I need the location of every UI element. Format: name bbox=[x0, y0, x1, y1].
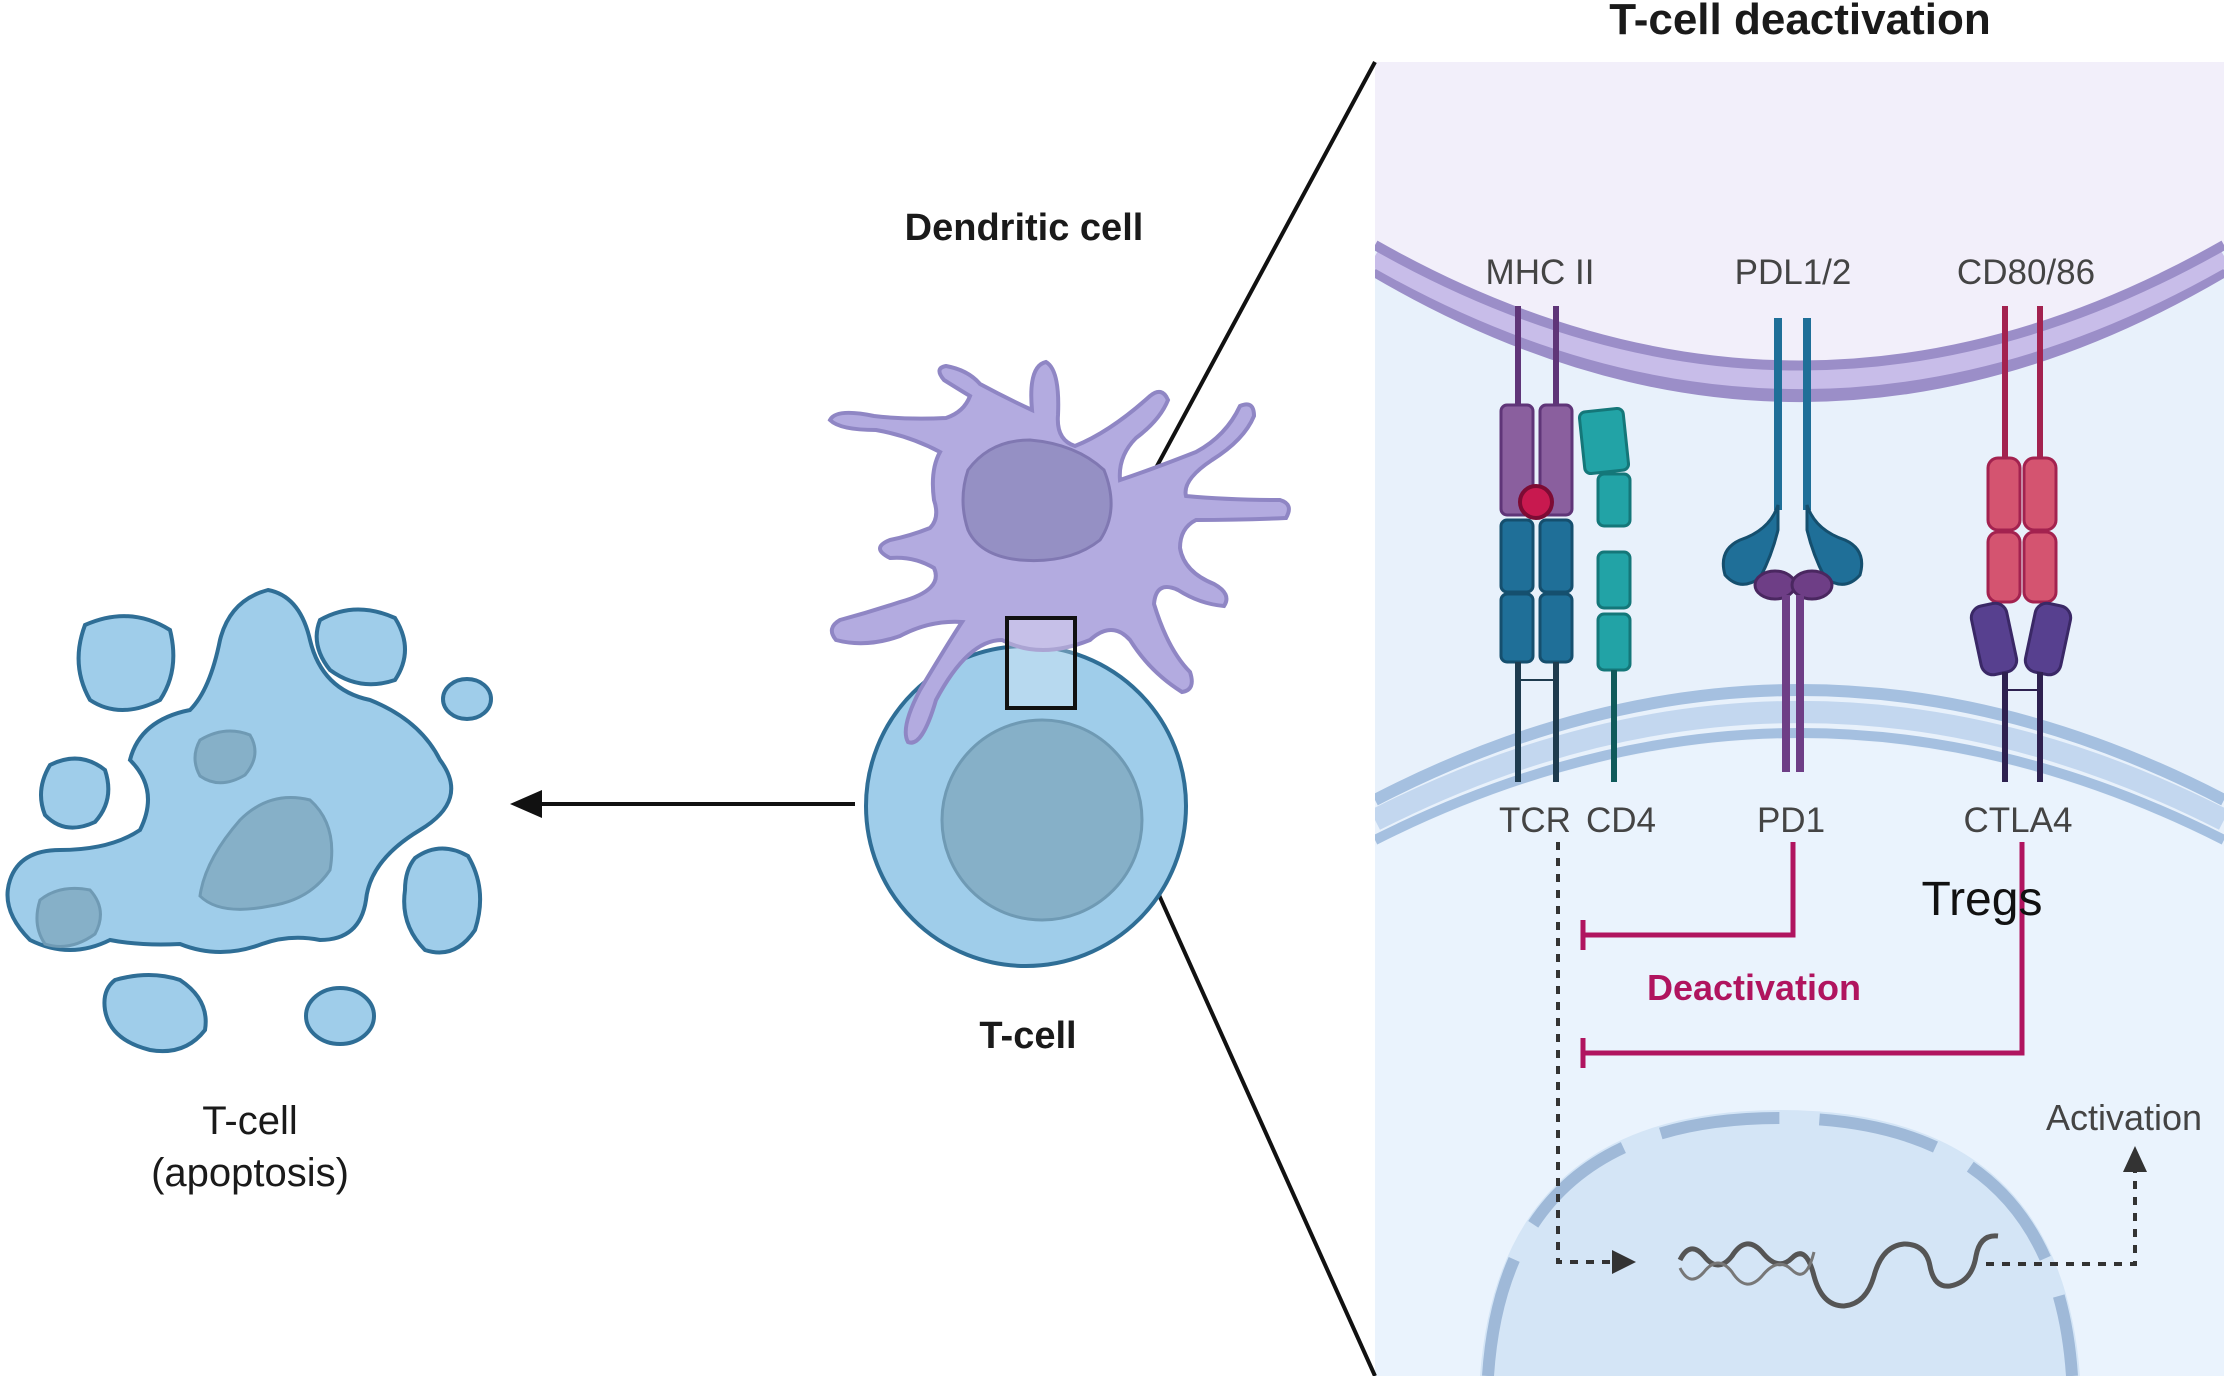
apoptotic-body-5 bbox=[402, 846, 483, 955]
apoptotic-nucleus-1 bbox=[193, 729, 257, 785]
dendritic-cell-membrane bbox=[1375, 263, 2224, 402]
cd4-receptor bbox=[1577, 406, 1632, 782]
apoptotic-body-3 bbox=[441, 677, 493, 721]
ctla4-label: CTLA4 bbox=[1964, 801, 2073, 840]
activation-arrowhead bbox=[2123, 1146, 2147, 1172]
cd4-label: CD4 bbox=[1586, 801, 1656, 840]
pd1-receptor bbox=[1753, 569, 1834, 772]
dna-icon bbox=[1677, 1233, 1999, 1309]
dendritic-cell-nucleus bbox=[961, 438, 1113, 563]
pd1-inhibition-line bbox=[1583, 842, 1796, 938]
tcr-label: TCR bbox=[1499, 801, 1571, 840]
mhc-ii-receptor bbox=[1499, 306, 1574, 520]
deactivation-pathways bbox=[1580, 842, 2025, 1068]
ctla4-receptor bbox=[1969, 601, 2073, 782]
antigen-peptide bbox=[1518, 484, 1554, 520]
dendritic-cell-label: Dendritic cell bbox=[905, 207, 1144, 249]
dendritic-cell-membrane-inner bbox=[1375, 246, 2224, 389]
tcr-signal-line bbox=[1556, 842, 1612, 1264]
deactivation-label: Deactivation bbox=[1647, 967, 1861, 1008]
apoptotic-body-6 bbox=[102, 973, 208, 1054]
activation-signal-line bbox=[1986, 1170, 2137, 1266]
pd1-label: PD1 bbox=[1757, 801, 1825, 840]
activation-pathway bbox=[1556, 842, 2147, 1309]
t-cell-label: T-cell bbox=[979, 1015, 1076, 1057]
tcr-receptor bbox=[1499, 518, 1574, 782]
pdl1-2-ligand bbox=[1721, 318, 1864, 586]
apoptotic-nucleus-2 bbox=[198, 796, 334, 911]
diagram-title: T-cell deactivation bbox=[1609, 0, 1990, 44]
apoptosis-label-line2: (apoptosis) bbox=[151, 1151, 349, 1195]
t-cell-nucleus bbox=[940, 718, 1144, 922]
nuclear-envelope bbox=[1482, 1111, 2078, 1376]
tcr-signal-arrowhead bbox=[1612, 1250, 1636, 1274]
inset-panel bbox=[1375, 62, 2224, 1376]
cd80-86-label: CD80/86 bbox=[1957, 253, 2095, 292]
nucleus bbox=[1480, 1110, 2080, 1376]
dendritic-cell bbox=[827, 359, 1291, 745]
apoptosis-label-line1: T-cell bbox=[202, 1099, 298, 1143]
apoptosis-arrow bbox=[510, 790, 855, 818]
cd80-86-ligand bbox=[1986, 306, 2058, 604]
apoptotic-nucleus-3 bbox=[35, 886, 102, 948]
apoptotic-t-cell bbox=[5, 587, 493, 1054]
dendritic-cell-cytoplasm bbox=[1375, 62, 2224, 375]
ctla4-inhibition-line bbox=[1583, 842, 2025, 1056]
activation-label: Activation bbox=[2046, 1097, 2202, 1138]
apoptotic-body-1 bbox=[76, 614, 176, 712]
apoptotic-body-2 bbox=[314, 607, 407, 687]
tregs-label: Tregs bbox=[1922, 873, 2043, 926]
pdl1-2-label: PDL1/2 bbox=[1735, 253, 1852, 292]
apoptotic-body-7 bbox=[304, 986, 376, 1046]
mhc-ii-label: MHC II bbox=[1486, 253, 1595, 292]
zoom-box bbox=[1005, 616, 1077, 710]
apoptotic-body-4 bbox=[39, 756, 111, 830]
